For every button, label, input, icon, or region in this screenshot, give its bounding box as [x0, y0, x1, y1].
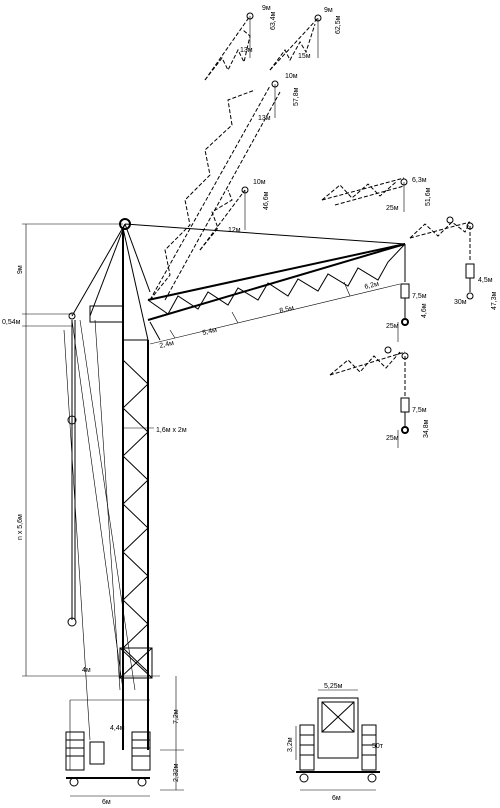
- side-32: 3,2м: [287, 737, 294, 752]
- extended-jib: [409, 216, 475, 300]
- hook-main-capacity: 25м: [386, 323, 399, 330]
- jib-seg-54: 5,4м: [202, 327, 218, 337]
- hook-lower-radius: 7,5м: [412, 407, 427, 414]
- jib-seg-24: 2,4м: [159, 340, 175, 350]
- luffed-jib-3: [149, 80, 281, 301]
- hook-lower-capacity: 25м: [386, 435, 399, 442]
- luffed-jib-4: [199, 186, 249, 251]
- luffed-4-radius: 12м: [228, 227, 241, 234]
- luffed-2-radius: 15м: [298, 53, 311, 60]
- base-dim-lines: [70, 676, 184, 797]
- crane-base: [65, 699, 151, 787]
- luffed-1-tip: 9м: [262, 5, 271, 12]
- side-view: [295, 689, 380, 791]
- side-6m: 6м: [332, 795, 341, 802]
- luffed-1-height: 63,4м: [270, 11, 277, 30]
- luffed-jib-1: [204, 12, 254, 81]
- dim-9m: 9м: [17, 265, 24, 274]
- hook-main-radius: 7,5м: [412, 293, 427, 300]
- luffed-5-radius: 25м: [386, 205, 399, 212]
- mast-section-label: 1,6м x 2м: [156, 427, 187, 434]
- climbing-frame: [119, 647, 153, 679]
- mast-4m: 4м: [82, 667, 91, 674]
- hook-ext-capacity: 30м: [454, 299, 467, 306]
- luffed-4-tip: 10м: [253, 179, 266, 186]
- dim-72: 7,2м: [173, 709, 180, 724]
- backstay-ropes: [63, 319, 136, 741]
- side-ballast: 50т: [372, 743, 384, 750]
- hook-main-drop: 4,6м: [421, 303, 428, 318]
- luffed-3-height: 57,8м: [293, 87, 300, 106]
- luffed-jib-2: [269, 14, 322, 71]
- jib-dimension: [149, 281, 401, 345]
- crane-head: [68, 218, 406, 323]
- main-jib: [147, 243, 406, 341]
- luffed-2-tip: 9м: [324, 7, 333, 14]
- luffed-5-tip: 6,3м: [412, 177, 427, 184]
- hook-lower-drop: 34,8м: [423, 419, 430, 438]
- mast-44m: 4,4м: [110, 725, 125, 732]
- dim-base-6m: 6м: [102, 799, 111, 806]
- dim-mast-sections: n x 5,6м: [17, 514, 24, 540]
- luffed-jib-5: [321, 177, 408, 212]
- hook-ext-radius: 4,5м: [478, 277, 493, 284]
- left-dimension-lines: [22, 223, 160, 677]
- luffed-1-radius: 13м: [240, 47, 253, 54]
- luffed-3-radius: 13м: [258, 115, 271, 122]
- luffed-2-height: 62,5м: [335, 15, 342, 34]
- dim-054: 0,54м: [2, 319, 21, 326]
- jib-seg-62: 6,2м: [364, 281, 380, 291]
- dim-232: 2,32м: [173, 763, 180, 782]
- luffed-3-tip: 10м: [285, 73, 298, 80]
- lower-jib: [329, 346, 410, 448]
- jib-seg-85: 8,5м: [279, 305, 295, 315]
- luffed-5-height: 51,6м: [425, 187, 432, 206]
- hook-main: [397, 244, 410, 342]
- hook-ext-drop: 47,3м: [491, 291, 498, 310]
- luffed-4-height: 46,6м: [263, 191, 270, 210]
- side-525: 5,25м: [324, 683, 343, 690]
